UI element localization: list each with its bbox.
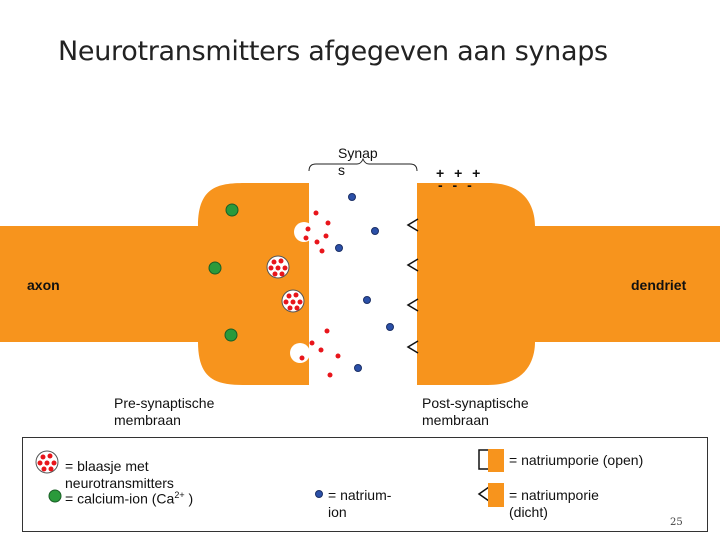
page-number: 25: [670, 517, 683, 528]
neurotransmitters: [299, 210, 341, 378]
negative-charges: - - -: [438, 177, 475, 193]
presynaptic-membrane-label: Pre-synaptische membraan: [114, 395, 215, 428]
postsynaptic-membrane-label: Post-synaptische membraan: [422, 395, 529, 428]
calcium-charge: 2+: [174, 490, 185, 500]
legend-sodium-icon: [315, 490, 323, 498]
postsynaptic-terminal: [417, 183, 720, 385]
synapse-label: Synap s: [338, 145, 378, 178]
legend: [22, 437, 708, 532]
legend-vesicle-text: = blaasje met neurotransmitters: [65, 458, 174, 491]
calcium-ion: [208, 261, 222, 275]
calcium-ion: [224, 328, 238, 342]
legend-pore-closed-text: = natriumporie (dicht): [509, 487, 599, 520]
sodium-pores-closed: [406, 218, 419, 354]
legend-sodium-text: = natrium- ion: [328, 487, 392, 520]
sodium-ions: [335, 193, 394, 372]
slide-title: Neurotransmitters afgegeven aan synaps: [58, 36, 608, 67]
legend-vesicle-icon: [35, 450, 59, 474]
vesicle: [281, 289, 305, 313]
legend-calcium-icon: [48, 489, 62, 503]
positive-charges: + + +: [436, 165, 484, 181]
calcium-ion: [225, 203, 239, 217]
legend-calcium-text: = calcium-ion (Ca2+ ): [65, 490, 194, 507]
axon-label: axon: [27, 277, 60, 293]
vesicle-fusion-bottom: [290, 343, 310, 363]
vesicle: [266, 255, 290, 279]
legend-pore-open-icon: [478, 449, 504, 472]
synapse-brace: [308, 157, 418, 172]
legend-pore-closed-icon: [477, 483, 504, 507]
legend-pore-open-text: = natriumporie (open): [509, 452, 644, 468]
dendrite-label: dendriet: [631, 277, 687, 293]
